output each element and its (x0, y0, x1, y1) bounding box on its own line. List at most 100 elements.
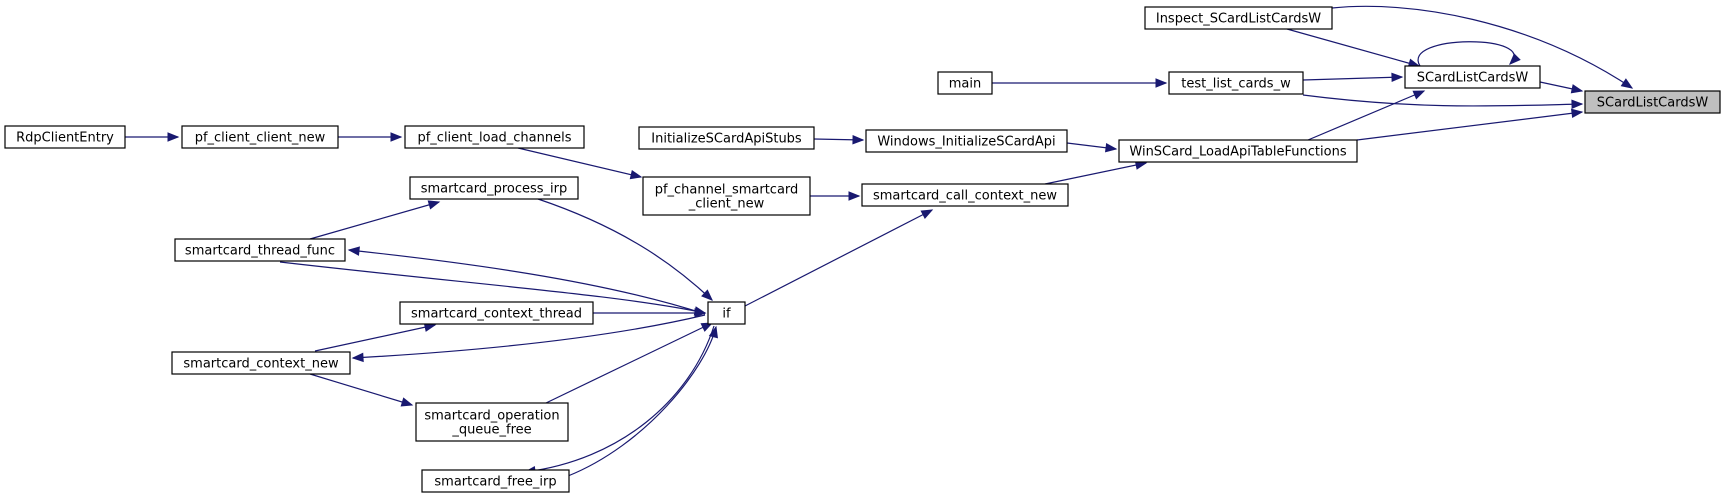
node-smartcard-context-new[interactable]: smartcard_context_new (171, 351, 351, 375)
node-label: Inspect_SCardListCardsW (1156, 12, 1321, 27)
node-box (181, 125, 339, 149)
node-label: smartcard_context_new (183, 357, 339, 372)
node-label: SCardListCardsW (1597, 96, 1709, 111)
node-box (638, 126, 815, 150)
node-box (865, 129, 1068, 153)
edge-line (1307, 90, 1425, 141)
node-smartcard-context-thread[interactable]: smartcard_context_thread (399, 301, 594, 325)
arrowhead-icon (351, 352, 364, 363)
node-label: smartcard_context_thread (411, 307, 582, 322)
arrowhead-icon (167, 132, 180, 142)
edge-scardlistcardsw-to-scardlistcardsw (1417, 41, 1521, 67)
node-label: smartcard_operation (424, 409, 559, 424)
node-box (707, 301, 746, 325)
node-box (1118, 139, 1358, 163)
node-inspect-scardlistcardsw[interactable]: Inspect_SCardListCardsW (1144, 6, 1333, 30)
edge-line (348, 249, 706, 315)
edge-test-list-cards-w-to-scardlistcardsw (1302, 72, 1404, 83)
node-label: pf_client_client_new (195, 131, 326, 146)
arrowhead-icon (700, 322, 714, 332)
node-initializescardapistubs[interactable]: InitializeSCardApiStubs (638, 126, 815, 150)
edge-winscard-loadapitablefunctions-to-scardlistcardsw-target (1356, 108, 1584, 141)
edge-initializescardapistubs-to-windows-initializescardapi (813, 135, 865, 145)
edge-line (524, 325, 715, 473)
nodes-layer: SCardListCardsW Inspect_SCardListCardsW SC… (4, 6, 1721, 493)
edge-line (1044, 162, 1147, 185)
node-box (415, 402, 569, 442)
edges-layer (125, 5, 1634, 477)
node-smartcard-process-irp[interactable]: smartcard_process_irp (409, 176, 579, 200)
edge-scardlistcardsw-to-scardlistcardsw-target (1539, 81, 1584, 94)
node-label: RdpClientEntry (16, 131, 114, 146)
edge-if-to-smartcard-free-irp (523, 325, 715, 476)
arrowhead-icon (390, 132, 403, 142)
arrowhead-icon (920, 209, 934, 220)
node-box (409, 176, 579, 200)
node-label: _client_new (688, 197, 765, 212)
edge-line (1302, 94, 1583, 107)
edge-smartcard-call-context-new-to-winscard-loadapitablefunctions (1044, 160, 1148, 185)
node-test-list-cards-w[interactable]: test_list_cards_w (1168, 71, 1304, 95)
node-pf-client-client-new[interactable]: pf_client_client_new (181, 125, 339, 149)
node-box (861, 183, 1069, 207)
node-smartcard-free-irp[interactable]: smartcard_free_irp (421, 469, 570, 493)
edge-main-to-test-list-cards-w (992, 78, 1168, 88)
arrowhead-icon (1509, 53, 1521, 65)
node-pf-client-load-channels[interactable]: pf_client_load_channels (404, 125, 585, 149)
node-scardlistcardsw[interactable]: SCardListCardsW (1404, 65, 1541, 89)
node-label: smartcard_free_irp (434, 475, 556, 490)
node-box (1168, 71, 1304, 95)
arrowhead-icon (1570, 84, 1584, 94)
edge-if-to-smartcard-context-new (351, 314, 706, 363)
node-box (642, 176, 811, 216)
node-winscard-loadapitablefunctions[interactable]: WinSCard_LoadApiTableFunctions (1118, 139, 1358, 163)
arrowhead-icon (708, 325, 718, 339)
arrowhead-icon (1570, 108, 1584, 118)
edge-line (545, 322, 713, 404)
arrowhead-icon (852, 135, 865, 145)
node-label: WinSCard_LoadApiTableFunctions (1129, 145, 1346, 160)
node-if[interactable]: if (707, 301, 746, 325)
node-label: smartcard_thread_func (185, 244, 335, 259)
arrowhead-icon (1620, 78, 1634, 89)
node-box (937, 71, 993, 95)
node-label: SCardListCardsW (1417, 71, 1529, 86)
edge-if-to-smartcard-call-context-new (744, 209, 934, 307)
edge-pf-client-client-new-to-pf-client-load-channels (338, 132, 403, 142)
edge-test-list-cards-w-to-scardlistcardsw-target (1302, 94, 1584, 109)
node-label: _queue_free (451, 423, 531, 438)
edge-if-to-smartcard-thread-func (347, 246, 706, 315)
node-pf-channel-smartcard-client-new[interactable]: pf_channel_smartcard_client_new (642, 176, 811, 216)
edge-line (567, 326, 717, 477)
arrowhead-icon (400, 397, 414, 407)
edge-line (517, 147, 642, 178)
node-box (1404, 65, 1541, 89)
arrowhead-icon (701, 289, 713, 301)
node-scardlistcardsw-target[interactable]: SCardListCardsW (1584, 90, 1721, 114)
arrowhead-icon (1571, 99, 1584, 109)
node-rdpcliententry[interactable]: RdpClientEntry (4, 125, 126, 149)
node-label: Windows_InitializeSCardApi (877, 135, 1055, 150)
node-label: pf_client_load_channels (417, 131, 571, 146)
node-box (421, 469, 570, 493)
edge-line (744, 209, 933, 307)
node-label: smartcard_process_irp (421, 182, 568, 197)
arrowhead-icon (347, 246, 360, 256)
edge-smartcard-free-irp-to-if (567, 325, 718, 477)
node-box (174, 238, 346, 262)
edge-line (314, 324, 436, 352)
arrowhead-icon (1412, 90, 1426, 100)
node-smartcard-thread-func[interactable]: smartcard_thread_func (174, 238, 346, 262)
edge-line (352, 314, 706, 359)
node-label: test_list_cards_w (1181, 77, 1291, 92)
node-windows-initializescardapi[interactable]: Windows_InitializeSCardApi (865, 129, 1068, 153)
node-label: main (949, 77, 981, 92)
node-box (1144, 6, 1333, 30)
edge-smartcard-operation-queue-free-to-if (545, 322, 714, 404)
node-label: pf_channel_smartcard (655, 183, 799, 198)
node-box (399, 301, 594, 325)
node-smartcard-call-context-new[interactable]: smartcard_call_context_new (861, 183, 1069, 207)
node-main[interactable]: main (937, 71, 993, 95)
node-smartcard-operation-queue-free[interactable]: smartcard_operation_queue_free (415, 402, 569, 442)
